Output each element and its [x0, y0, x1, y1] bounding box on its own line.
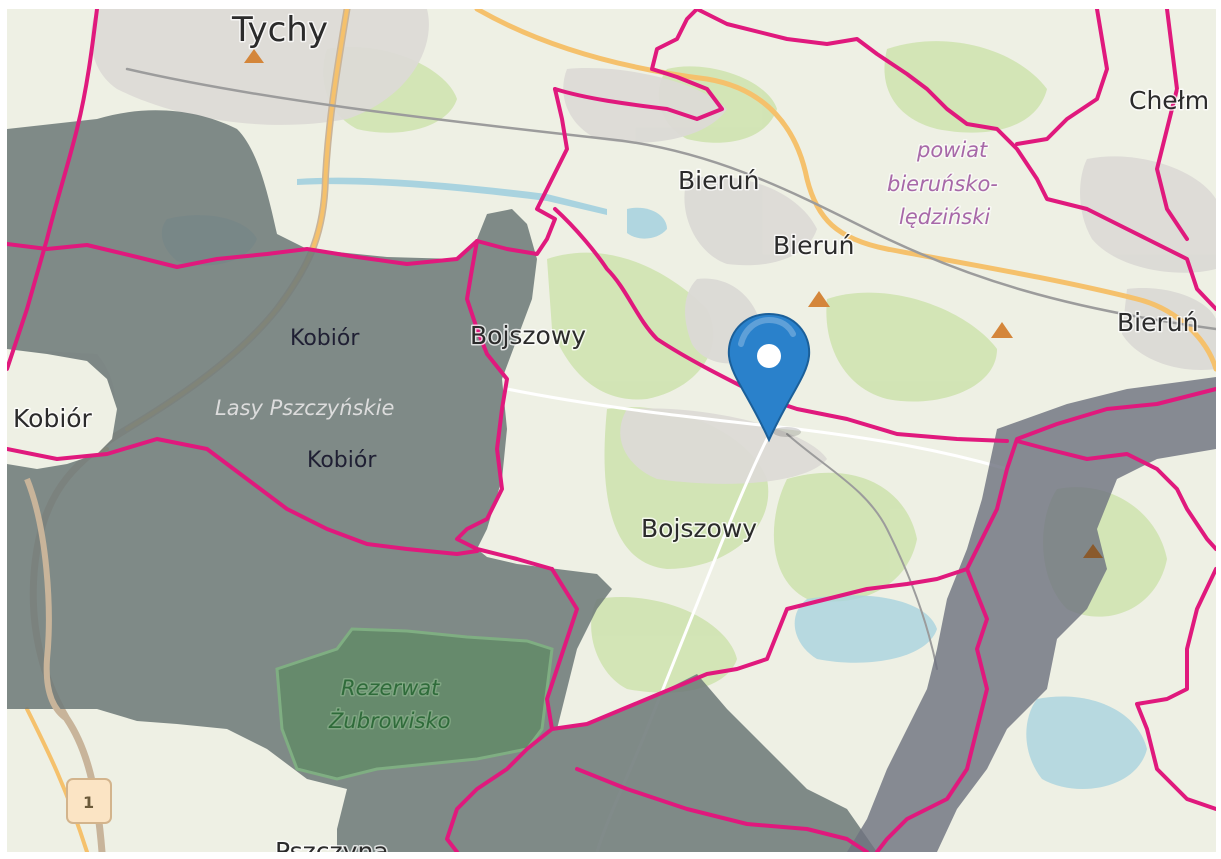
label-reserve-line2: Żubrowisko — [328, 708, 450, 733]
label-district-line2: bieruńsko- — [887, 172, 998, 196]
peak-icon — [244, 49, 264, 63]
peak-icon — [991, 322, 1013, 338]
road-shield-number: 1 — [83, 793, 94, 812]
place-labels: Tychy Chełm Bieruń Bieruń Bieruń Bojszow… — [12, 9, 1211, 852]
label-bierun-1: Bieruń — [678, 166, 759, 195]
label-district-line3: lędziński — [899, 205, 990, 229]
map-canvas[interactable]: Tychy Chełm Bieruń Bieruń Bieruń Bojszow… — [7, 9, 1216, 852]
administrative-boundaries — [7, 9, 1216, 852]
label-district-line1: powiat — [916, 138, 988, 162]
label-pszczyna: Pszczyna — [275, 837, 389, 852]
protected-areas — [7, 110, 1216, 852]
label-kobior-2: Kobiór — [307, 448, 377, 473]
peak-icon — [808, 291, 830, 307]
peak-markers — [244, 49, 1103, 558]
road-shield: 1 — [66, 778, 112, 824]
label-tychy: Tychy — [231, 10, 328, 50]
label-kobior-1: Kobiór — [290, 326, 360, 351]
label-kobior-3: Kobiór — [13, 404, 93, 433]
label-bojszowy-1: Bojszowy — [470, 321, 586, 350]
reserve-area — [275, 627, 554, 781]
map-pin-icon[interactable] — [727, 312, 811, 443]
label-chelm: Chełm — [1129, 86, 1209, 115]
peak-icon — [1083, 544, 1103, 558]
area-labels: Lasy Pszczyńskie Rezerwat Żubrowisko pow… — [215, 137, 999, 735]
map-view[interactable]: Tychy Chełm Bieruń Bieruń Bieruń Bojszow… — [7, 9, 1216, 852]
label-bierun-3: Bieruń — [1117, 308, 1198, 337]
label-bierun-2: Bieruń — [773, 231, 854, 260]
label-reserve-line1: Rezerwat — [341, 676, 440, 700]
label-forest: Lasy Pszczyńskie — [215, 396, 394, 420]
label-bojszowy-2: Bojszowy — [641, 514, 757, 543]
